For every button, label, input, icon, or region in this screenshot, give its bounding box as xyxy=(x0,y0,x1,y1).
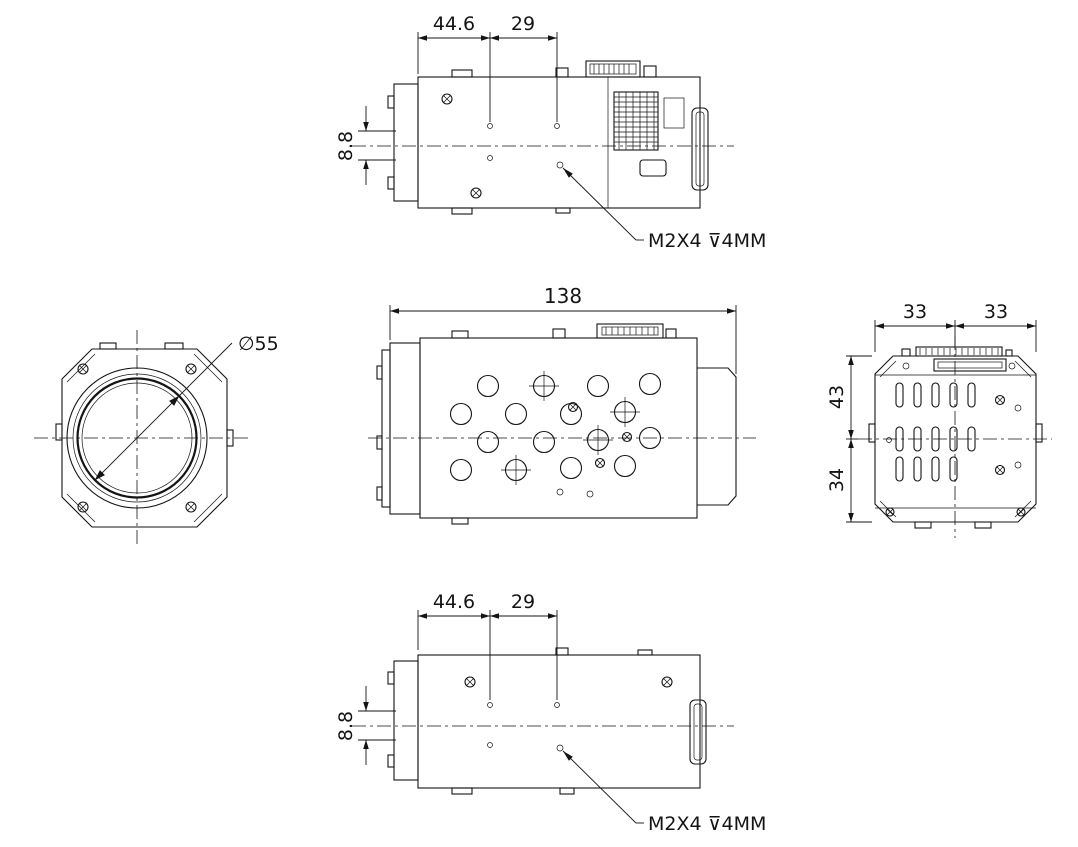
dim-rear-34: 34 xyxy=(826,468,848,492)
rear-screws xyxy=(885,394,1026,517)
top-thread-leader: M2X4 ⊽4MM xyxy=(562,167,766,252)
bottom-thread-note: M2X4 ⊽4MM xyxy=(648,813,766,835)
top-dim-8-8: 8.8 xyxy=(335,106,396,185)
rear-vent-slots xyxy=(895,382,976,482)
dim-overall-length: 138 xyxy=(544,284,582,308)
dim-bottom-44-6: 44.6 xyxy=(433,591,475,613)
bottom-body-outline xyxy=(387,647,707,795)
dim-rear-33-right: 33 xyxy=(984,301,1008,323)
top-pcb-area xyxy=(613,91,709,191)
dim-rear-33-left: 33 xyxy=(903,301,927,323)
side-top-connector xyxy=(596,323,677,339)
view-side: 138 xyxy=(368,284,756,525)
front-lens-circles xyxy=(66,367,208,509)
view-rear: 33 33 43 34 xyxy=(826,301,1052,538)
top-screws xyxy=(441,93,482,199)
bottom-screws xyxy=(464,676,673,688)
top-dim-widths: 44.6 29 xyxy=(417,13,558,122)
dim-bottom-29: 29 xyxy=(511,591,535,613)
side-body-outline xyxy=(376,328,737,525)
bottom-dim-8-8: 8.8 xyxy=(335,686,396,765)
front-body-outline xyxy=(55,342,234,528)
view-front: ∅55 xyxy=(34,330,279,546)
front-diameter-dim: ∅55 xyxy=(94,333,279,481)
dim-top-29: 29 xyxy=(511,13,535,35)
rear-body-outline xyxy=(868,355,1043,529)
side-vent-holes xyxy=(449,371,662,485)
top-thread-note: M2X4 ⊽4MM xyxy=(648,230,766,252)
dim-bottom-8-8: 8.8 xyxy=(335,711,357,741)
side-screws xyxy=(556,401,633,498)
dim-lens-diameter: ∅55 xyxy=(238,333,279,355)
side-dim-138: 138 xyxy=(389,284,737,374)
bottom-thread-leader: M2X4 ⊽4MM xyxy=(562,750,766,835)
bottom-holes xyxy=(487,702,564,752)
view-top-side: 44.6 29 8.8 xyxy=(335,13,766,252)
view-bottom-side: 44.6 29 8.8 xyxy=(335,591,766,835)
top-connector-block xyxy=(585,60,657,78)
dim-top-44-6: 44.6 xyxy=(433,13,475,35)
dim-rear-43: 43 xyxy=(826,385,848,409)
rear-dim-left: 43 34 xyxy=(826,355,872,523)
top-holes xyxy=(487,123,564,169)
top-body-outline xyxy=(387,67,701,215)
bottom-dim-widths: 44.6 29 xyxy=(417,591,558,700)
rear-dim-top: 33 33 xyxy=(874,301,1037,352)
dim-top-8-8: 8.8 xyxy=(335,131,357,161)
rear-top-connector xyxy=(901,346,1016,372)
front-screws xyxy=(77,363,197,513)
